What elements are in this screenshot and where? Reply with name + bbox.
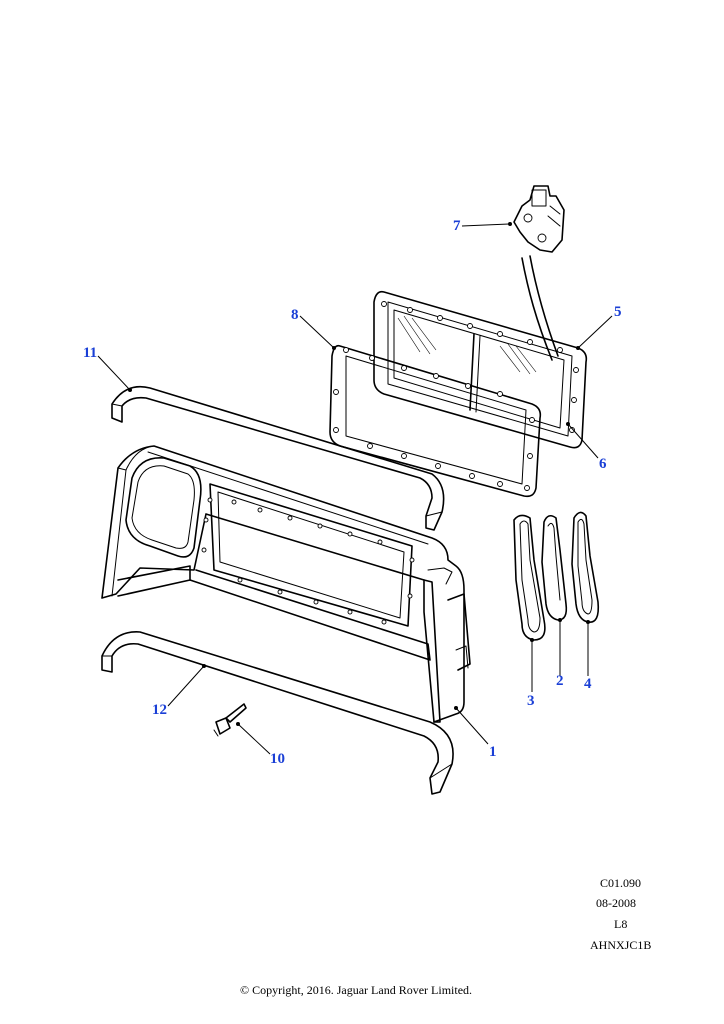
callout-5: 5 xyxy=(614,304,622,320)
reference-code: C01.090 xyxy=(600,876,642,890)
sliding-window-part-5 xyxy=(373,290,588,449)
reference-level: L8 xyxy=(614,917,628,931)
callout-7: 7 xyxy=(453,218,461,234)
window-seal-part-8 xyxy=(329,344,542,498)
callout-6: 6 xyxy=(599,456,607,472)
callout-8: 8 xyxy=(291,307,299,323)
upper-seal-part-11 xyxy=(111,385,445,531)
callout-4: 4 xyxy=(584,676,592,692)
callout-12: 12 xyxy=(152,702,167,718)
window-catch-part-7 xyxy=(513,185,565,361)
copyright-notice: © Copyright, 2016. Jaguar Land Rover Lim… xyxy=(239,983,473,997)
reference-date: 08-2008 xyxy=(596,896,636,910)
callout-11: 11 xyxy=(83,345,98,361)
loop-seal-part-3 xyxy=(513,514,546,641)
lower-seal-part-12 xyxy=(101,631,454,795)
loop-seal-part-2 xyxy=(541,514,568,621)
leader-lines xyxy=(97,222,613,755)
callout-2: 2 xyxy=(556,673,564,689)
callout-10: 10 xyxy=(270,751,285,767)
loop-seal-part-4 xyxy=(571,511,600,623)
reference-id: AHNXJC1B xyxy=(590,938,652,952)
callout-1: 1 xyxy=(489,744,497,760)
side-panel-part-1 xyxy=(101,445,471,723)
callout-3: 3 xyxy=(527,693,535,709)
fixing-part-10 xyxy=(213,703,247,737)
